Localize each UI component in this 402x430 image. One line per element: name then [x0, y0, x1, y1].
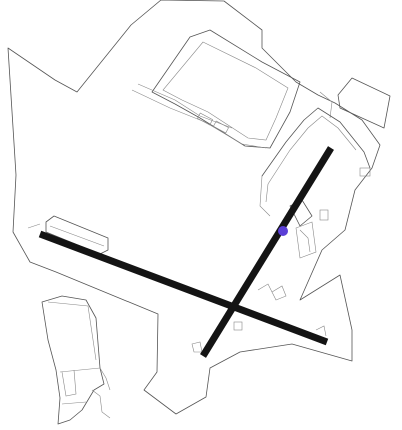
parallel-taxiway	[259, 107, 371, 217]
terminal-apron-area	[131, 29, 301, 149]
runway-east-west	[38, 230, 329, 346]
hangar-complex	[191, 199, 329, 353]
runways	[38, 146, 334, 358]
runway-north-south	[200, 146, 334, 358]
airport-location-marker	[278, 226, 288, 236]
west-apron	[27, 215, 109, 255]
airport-boundary	[7, 0, 381, 415]
southwest-facility	[41, 295, 111, 425]
northeast-parcel	[319, 77, 391, 129]
